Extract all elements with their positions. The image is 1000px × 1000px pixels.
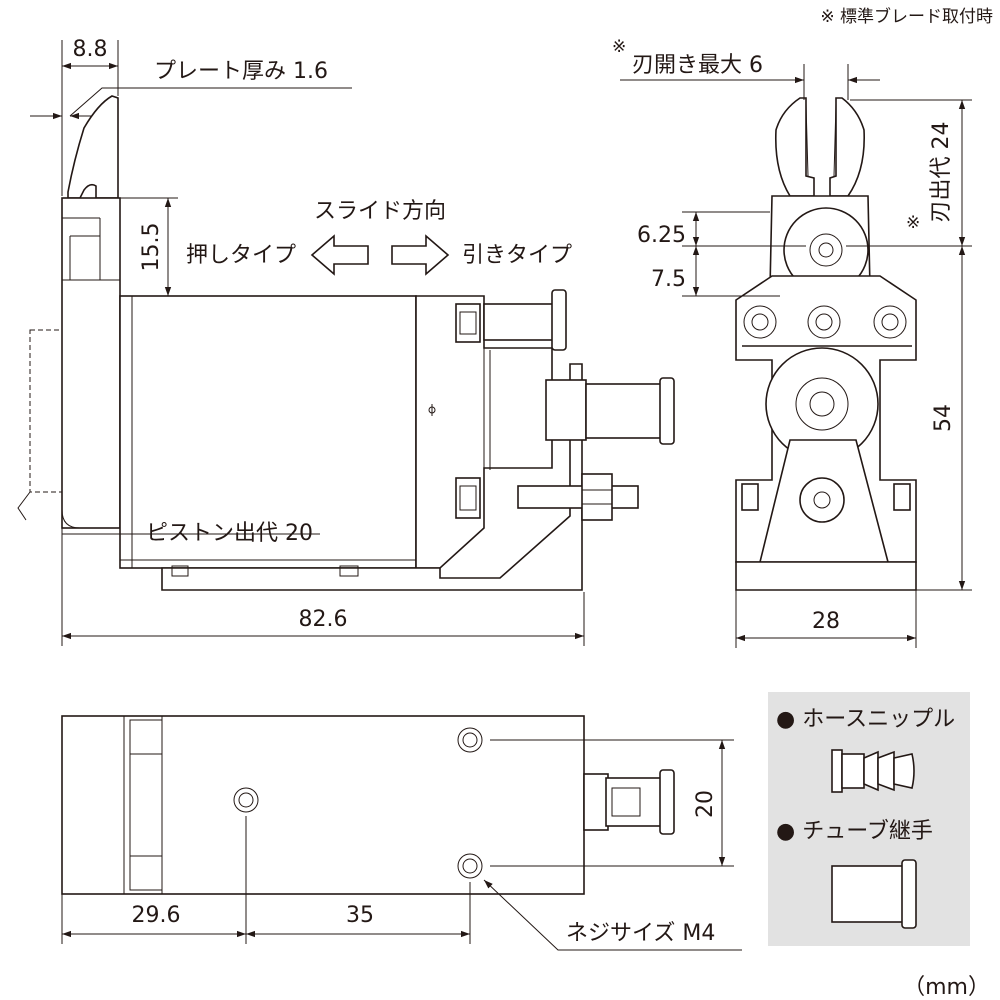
fitting-nut <box>545 379 587 441</box>
dim-stroke-height: 15.5 <box>139 223 164 272</box>
mounting-block-detail <box>62 217 120 281</box>
push-type-label: 押しタイプ <box>186 243 296 268</box>
bottom-fitting-nut <box>583 773 609 831</box>
dim-pivot: 6.25 <box>637 223 686 248</box>
tube-fitting-cap <box>659 377 675 445</box>
dim-first-hole: 29.6 <box>132 903 181 928</box>
mount-hole-top <box>457 727 483 753</box>
note-mark-opening: ※ <box>612 37 626 57</box>
max-opening-label: 刃開き最大 6 <box>632 53 763 78</box>
bottom-view: 20 29.6 35 ネジサイズ M4 <box>61 715 742 951</box>
mounting-block-corner <box>61 509 120 529</box>
tube-fitting <box>585 383 663 439</box>
blade-protrusion-label: 刃出代 24 <box>929 122 954 223</box>
pull-type-label: 引きタイプ <box>462 243 572 268</box>
push-direction-arrow <box>310 234 369 276</box>
bottom-body <box>61 715 585 895</box>
dim-width: 28 <box>812 609 840 634</box>
front-base <box>735 561 917 591</box>
hose-nipple-label: ● ホースニップル <box>776 707 955 732</box>
hose-nipple-icon <box>831 749 915 793</box>
left-blade <box>774 97 815 197</box>
blade-plate <box>67 95 119 199</box>
plate-thickness-label: プレート厚み 1.6 <box>154 59 328 84</box>
dim-hole-spacing: 20 <box>693 790 718 818</box>
dim-height: 54 <box>931 404 956 432</box>
note-mark-protrusion: ※ <box>906 213 920 233</box>
right-blade <box>829 97 865 197</box>
dim-total-length: 82.6 <box>299 607 348 632</box>
dim-pivot-gap: 7.5 <box>651 267 686 292</box>
side-view: 8.8 プレート厚み 1.6 15.5 スライド方向 押しタイプ 引きタイプ ピ… <box>17 37 675 646</box>
piston-stroke-label: ピストン出代 20 <box>146 521 313 546</box>
dim-hole-pitch: 35 <box>346 903 374 928</box>
tube-fitting-icon <box>831 859 917 929</box>
fitting-legend: ● ホースニップル ● チューブ継手 <box>768 692 970 946</box>
bottom-fitting <box>605 777 665 827</box>
tube-fitting-label: ● チューブ継手 <box>776 819 933 844</box>
piston-stroke-outline <box>29 329 63 493</box>
threaded-stud <box>517 485 639 509</box>
top-note: ※ 標準ブレード取付時 <box>820 6 993 27</box>
top-fitting-cap <box>551 289 567 351</box>
dim-plate-offset: 8.8 <box>73 37 108 62</box>
top-fitting <box>483 303 555 341</box>
cylinder-body <box>119 295 417 569</box>
mount-hole-center <box>233 787 259 813</box>
pull-direction-arrow <box>391 234 450 276</box>
mounting-block <box>61 197 121 529</box>
mount-hole-bottom <box>457 853 483 879</box>
screw-size-label: ネジサイズ M4 <box>566 921 715 946</box>
front-view: ※ 刃開き最大 6 刃出代 24 ※ 6.25 7.5 54 28 <box>612 37 972 648</box>
slide-direction-label: スライド方向 <box>314 199 446 224</box>
stud-nut <box>581 473 613 521</box>
unit-label: （mm） <box>903 975 990 1000</box>
